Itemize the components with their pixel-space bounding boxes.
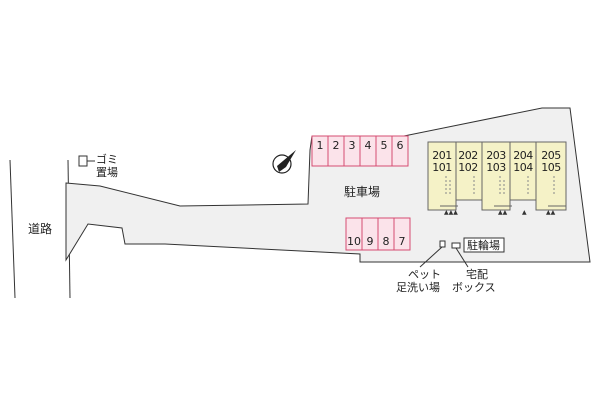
unit-block-2 [455, 141, 483, 201]
unit-number-upper: 202 [458, 149, 478, 162]
unit-block-5 [535, 141, 567, 211]
garbage-box-icon [78, 155, 88, 167]
parking-number: 1 [317, 139, 324, 152]
unit-number-upper: 204 [513, 149, 533, 162]
parking-space-7 [393, 217, 411, 251]
entrance-markers-3: ▲ [522, 209, 527, 216]
unit-number-lower: 105 [541, 161, 561, 174]
parking-number: 4 [365, 139, 372, 152]
delivery-box-icon [451, 242, 461, 249]
parking-bottom-row: 10 9 8 7 [345, 217, 411, 251]
parking-space-6 [391, 135, 409, 167]
pet-wash-leader-line [419, 246, 443, 268]
parking-label: 駐車場 [344, 184, 380, 199]
pet-wash-icon [439, 240, 446, 248]
garbage-label-line2: 置場 [96, 166, 118, 179]
parking-number: 9 [367, 235, 374, 248]
parking-number: 6 [397, 139, 404, 152]
entrance-markers-1: ▲▲▲ [444, 209, 458, 216]
unit-number-lower: 101 [432, 161, 452, 174]
road-edge-left [9, 159, 16, 299]
unit-number-lower: 104 [513, 161, 533, 174]
pet-wash-label-line1: ペット [408, 268, 441, 281]
north-arrow-icon [272, 150, 296, 174]
entrance-markers-4: ▲▲ [546, 209, 556, 216]
parking-number: 8 [383, 235, 390, 248]
parking-number: 2 [333, 139, 340, 152]
garbage-label-line1: ゴミ [96, 152, 118, 166]
unit-number-lower: 103 [486, 161, 506, 174]
road-label: 道路 [28, 221, 52, 236]
apartment-building: ▲▲▲ ▲▲ ▲ ▲▲ 201 101 202 102 203 103 204 … [427, 141, 567, 216]
parking-number: 5 [381, 139, 388, 152]
bicycle-parking-label: 駐輪場 [467, 238, 500, 252]
unit-number-upper: 201 [432, 149, 452, 162]
delivery-label-line2: ボックス [452, 281, 496, 294]
entrance-markers-2: ▲▲ [498, 209, 508, 216]
parking-number: 7 [399, 235, 406, 248]
unit-number-upper: 203 [486, 149, 506, 162]
unit-number-lower: 102 [458, 161, 478, 174]
delivery-leader-line [455, 247, 469, 268]
parking-top-row: 1 2 3 4 5 6 [311, 135, 409, 167]
unit-block-1 [427, 141, 457, 211]
unit-number-upper: 205 [541, 149, 561, 162]
bicycle-parking [463, 237, 505, 253]
delivery-label-line1: 宅配 [466, 267, 488, 281]
parking-number: 3 [349, 139, 356, 152]
unit-block-4 [509, 141, 537, 201]
pet-wash-label-line2: 足洗い場 [396, 281, 440, 294]
parking-number: 10 [347, 235, 361, 248]
